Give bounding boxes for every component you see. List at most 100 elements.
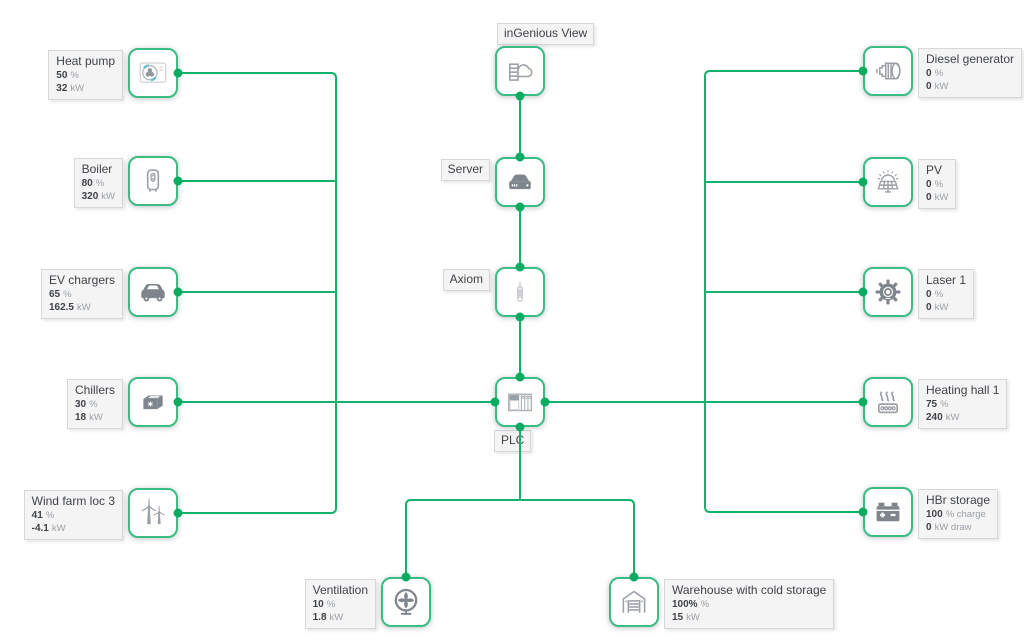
value-number: 1.8 — [312, 612, 327, 623]
value-unit: % — [95, 178, 105, 189]
value-number: 100 — [926, 509, 943, 520]
value-unit: % — [934, 68, 944, 79]
value-number: 75 — [926, 399, 938, 410]
value-number: 65 — [48, 289, 61, 300]
node-diesel-generator[interactable] — [863, 46, 913, 96]
device-value-line: 65% — [49, 289, 115, 301]
value-unit: % — [934, 289, 944, 300]
device-value-line: 41% — [32, 510, 115, 522]
node-chillers[interactable] — [128, 377, 178, 427]
device-value-line: 10% — [313, 599, 368, 611]
wind-turbine-icon — [135, 495, 171, 531]
connection-line — [704, 70, 863, 513]
warehouse-icon — [617, 585, 651, 619]
node-wind-farm-loc-3[interactable] — [128, 488, 178, 538]
heat-pump-icon — [136, 56, 170, 90]
value-unit: kW draw — [934, 522, 972, 533]
value-number: 18 — [74, 412, 87, 423]
device-value-line: 100% charge — [926, 509, 990, 521]
chiller-icon — [136, 385, 170, 419]
node-boiler[interactable] — [128, 156, 178, 206]
device-label-server: Server — [440, 159, 490, 181]
value-unit: % — [63, 289, 72, 300]
plc-icon — [503, 385, 537, 419]
device-value-line: 0% — [926, 289, 966, 301]
value-unit: % — [70, 70, 79, 81]
value-number: 100% — [672, 599, 698, 610]
axiom-device-icon — [504, 276, 536, 308]
battery-icon — [870, 494, 906, 530]
device-title: inGenious View — [504, 26, 588, 40]
value-number: 0 — [926, 192, 932, 203]
device-title: Chillers — [74, 383, 115, 397]
value-number: 0 — [926, 81, 932, 92]
connection-line — [405, 499, 635, 577]
node-ventilation[interactable] — [381, 577, 431, 627]
node-ingenious-view[interactable] — [495, 46, 545, 96]
fan-icon — [388, 584, 424, 620]
node-heat-pump[interactable] — [128, 48, 178, 98]
device-value-line: 0% — [926, 179, 948, 191]
node-pv[interactable] — [863, 157, 913, 207]
value-unit: kW — [686, 612, 700, 623]
node-axiom[interactable] — [495, 267, 545, 317]
ev-car-icon — [135, 274, 171, 310]
value-unit: % charge — [945, 509, 986, 520]
boiler-icon — [137, 165, 169, 197]
node-server[interactable] — [495, 157, 545, 207]
device-title: Wind farm loc 3 — [31, 494, 115, 508]
heating-radiator-icon — [871, 385, 905, 419]
node-laser-1[interactable] — [863, 267, 913, 317]
device-title: PLC — [501, 433, 525, 447]
value-unit: kW — [89, 412, 103, 423]
solar-panel-icon — [871, 165, 905, 199]
device-title: Diesel generator — [926, 52, 1015, 66]
device-title: Heating hall 1 — [926, 383, 1000, 397]
value-unit: kW — [934, 302, 949, 313]
device-value-line: 80% — [82, 178, 115, 190]
node-ev-chargers[interactable] — [128, 267, 178, 317]
value-number: 0 — [926, 522, 932, 533]
value-number: 240 — [926, 412, 943, 423]
device-value-line: 30% — [75, 399, 115, 411]
connection-line — [178, 72, 337, 514]
value-number: 0 — [926, 289, 932, 300]
device-value-line: 0% — [926, 68, 1014, 80]
value-number: 0 — [926, 179, 932, 190]
value-unit: % — [934, 179, 944, 190]
device-label-plc: PLC — [494, 430, 532, 452]
value-number: 80 — [81, 178, 93, 189]
device-value-line: 75% — [926, 399, 999, 411]
node-warehouse-cold-storage[interactable] — [609, 577, 659, 627]
value-number: 30 — [74, 399, 87, 410]
node-heating-hall-1[interactable] — [863, 377, 913, 427]
node-plc[interactable] — [495, 377, 545, 427]
device-title: HBr storage — [926, 493, 991, 507]
value-number: -4.1 — [31, 523, 49, 534]
value-unit: % — [326, 599, 336, 610]
device-title: EV chargers — [48, 273, 115, 287]
device-title: Ventilation — [312, 583, 368, 597]
value-unit: kW — [77, 302, 91, 313]
value-unit: % — [700, 599, 710, 610]
node-hbr-storage[interactable] — [863, 487, 913, 537]
device-label-axiom: Axiom — [442, 269, 490, 291]
value-unit: kW — [945, 412, 960, 423]
value-unit: % — [940, 399, 949, 410]
value-unit: kW — [101, 191, 115, 202]
